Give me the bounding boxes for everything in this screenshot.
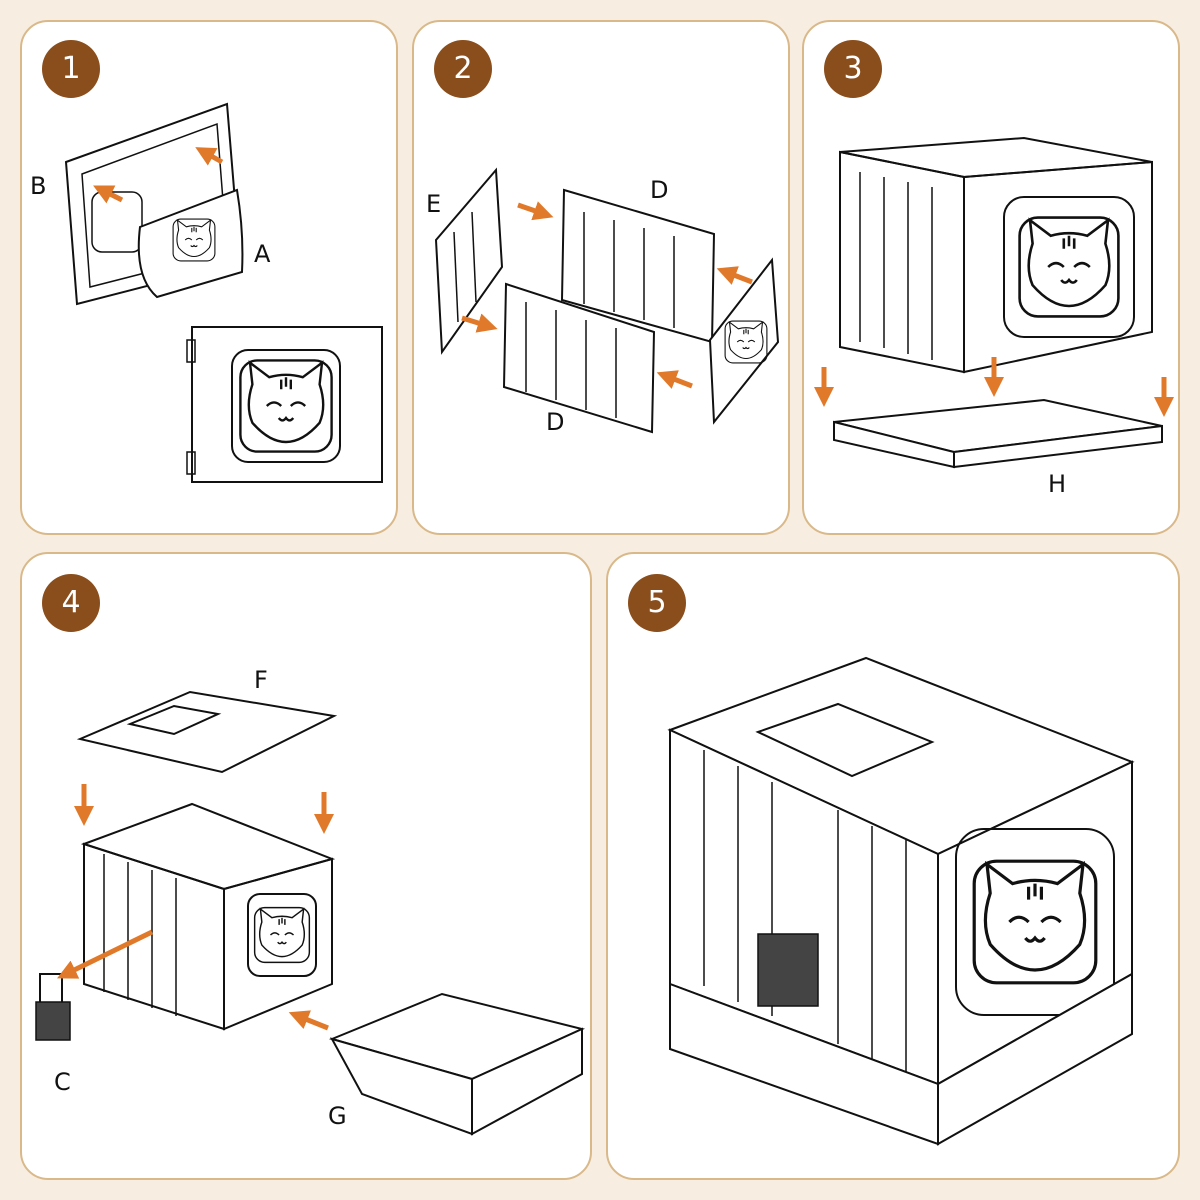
- part-label-d-bottom: D: [546, 408, 565, 436]
- step-3-illustration: [814, 136, 1174, 469]
- part-label-c: C: [54, 1068, 71, 1096]
- step-2-illustration: [434, 167, 780, 434]
- part-label-d-top: D: [650, 176, 669, 204]
- part-label-f: F: [254, 666, 268, 694]
- step-number-badge: 3: [824, 40, 882, 98]
- step-number-badge: 1: [42, 40, 100, 98]
- step-3-panel: 3 H: [802, 20, 1180, 535]
- step-number-badge: 5: [628, 574, 686, 632]
- step-5-illustration: [667, 656, 1135, 1146]
- step-1-panel: 1 B A: [20, 20, 398, 535]
- step-number-badge: 2: [434, 40, 492, 98]
- part-label-e: E: [426, 190, 442, 218]
- step-2-panel: 2 E D D: [412, 20, 790, 535]
- part-label-b: B: [30, 172, 47, 200]
- step-5-panel: 5: [606, 552, 1180, 1180]
- step-4-illustration: [35, 690, 586, 1136]
- part-label-h: H: [1048, 470, 1067, 498]
- step-4-panel: 4 F C G: [20, 552, 592, 1180]
- part-label-g: G: [328, 1102, 347, 1130]
- step-number-badge: 4: [42, 574, 100, 632]
- part-label-a: A: [254, 240, 271, 268]
- step-1-illustration: [64, 102, 383, 483]
